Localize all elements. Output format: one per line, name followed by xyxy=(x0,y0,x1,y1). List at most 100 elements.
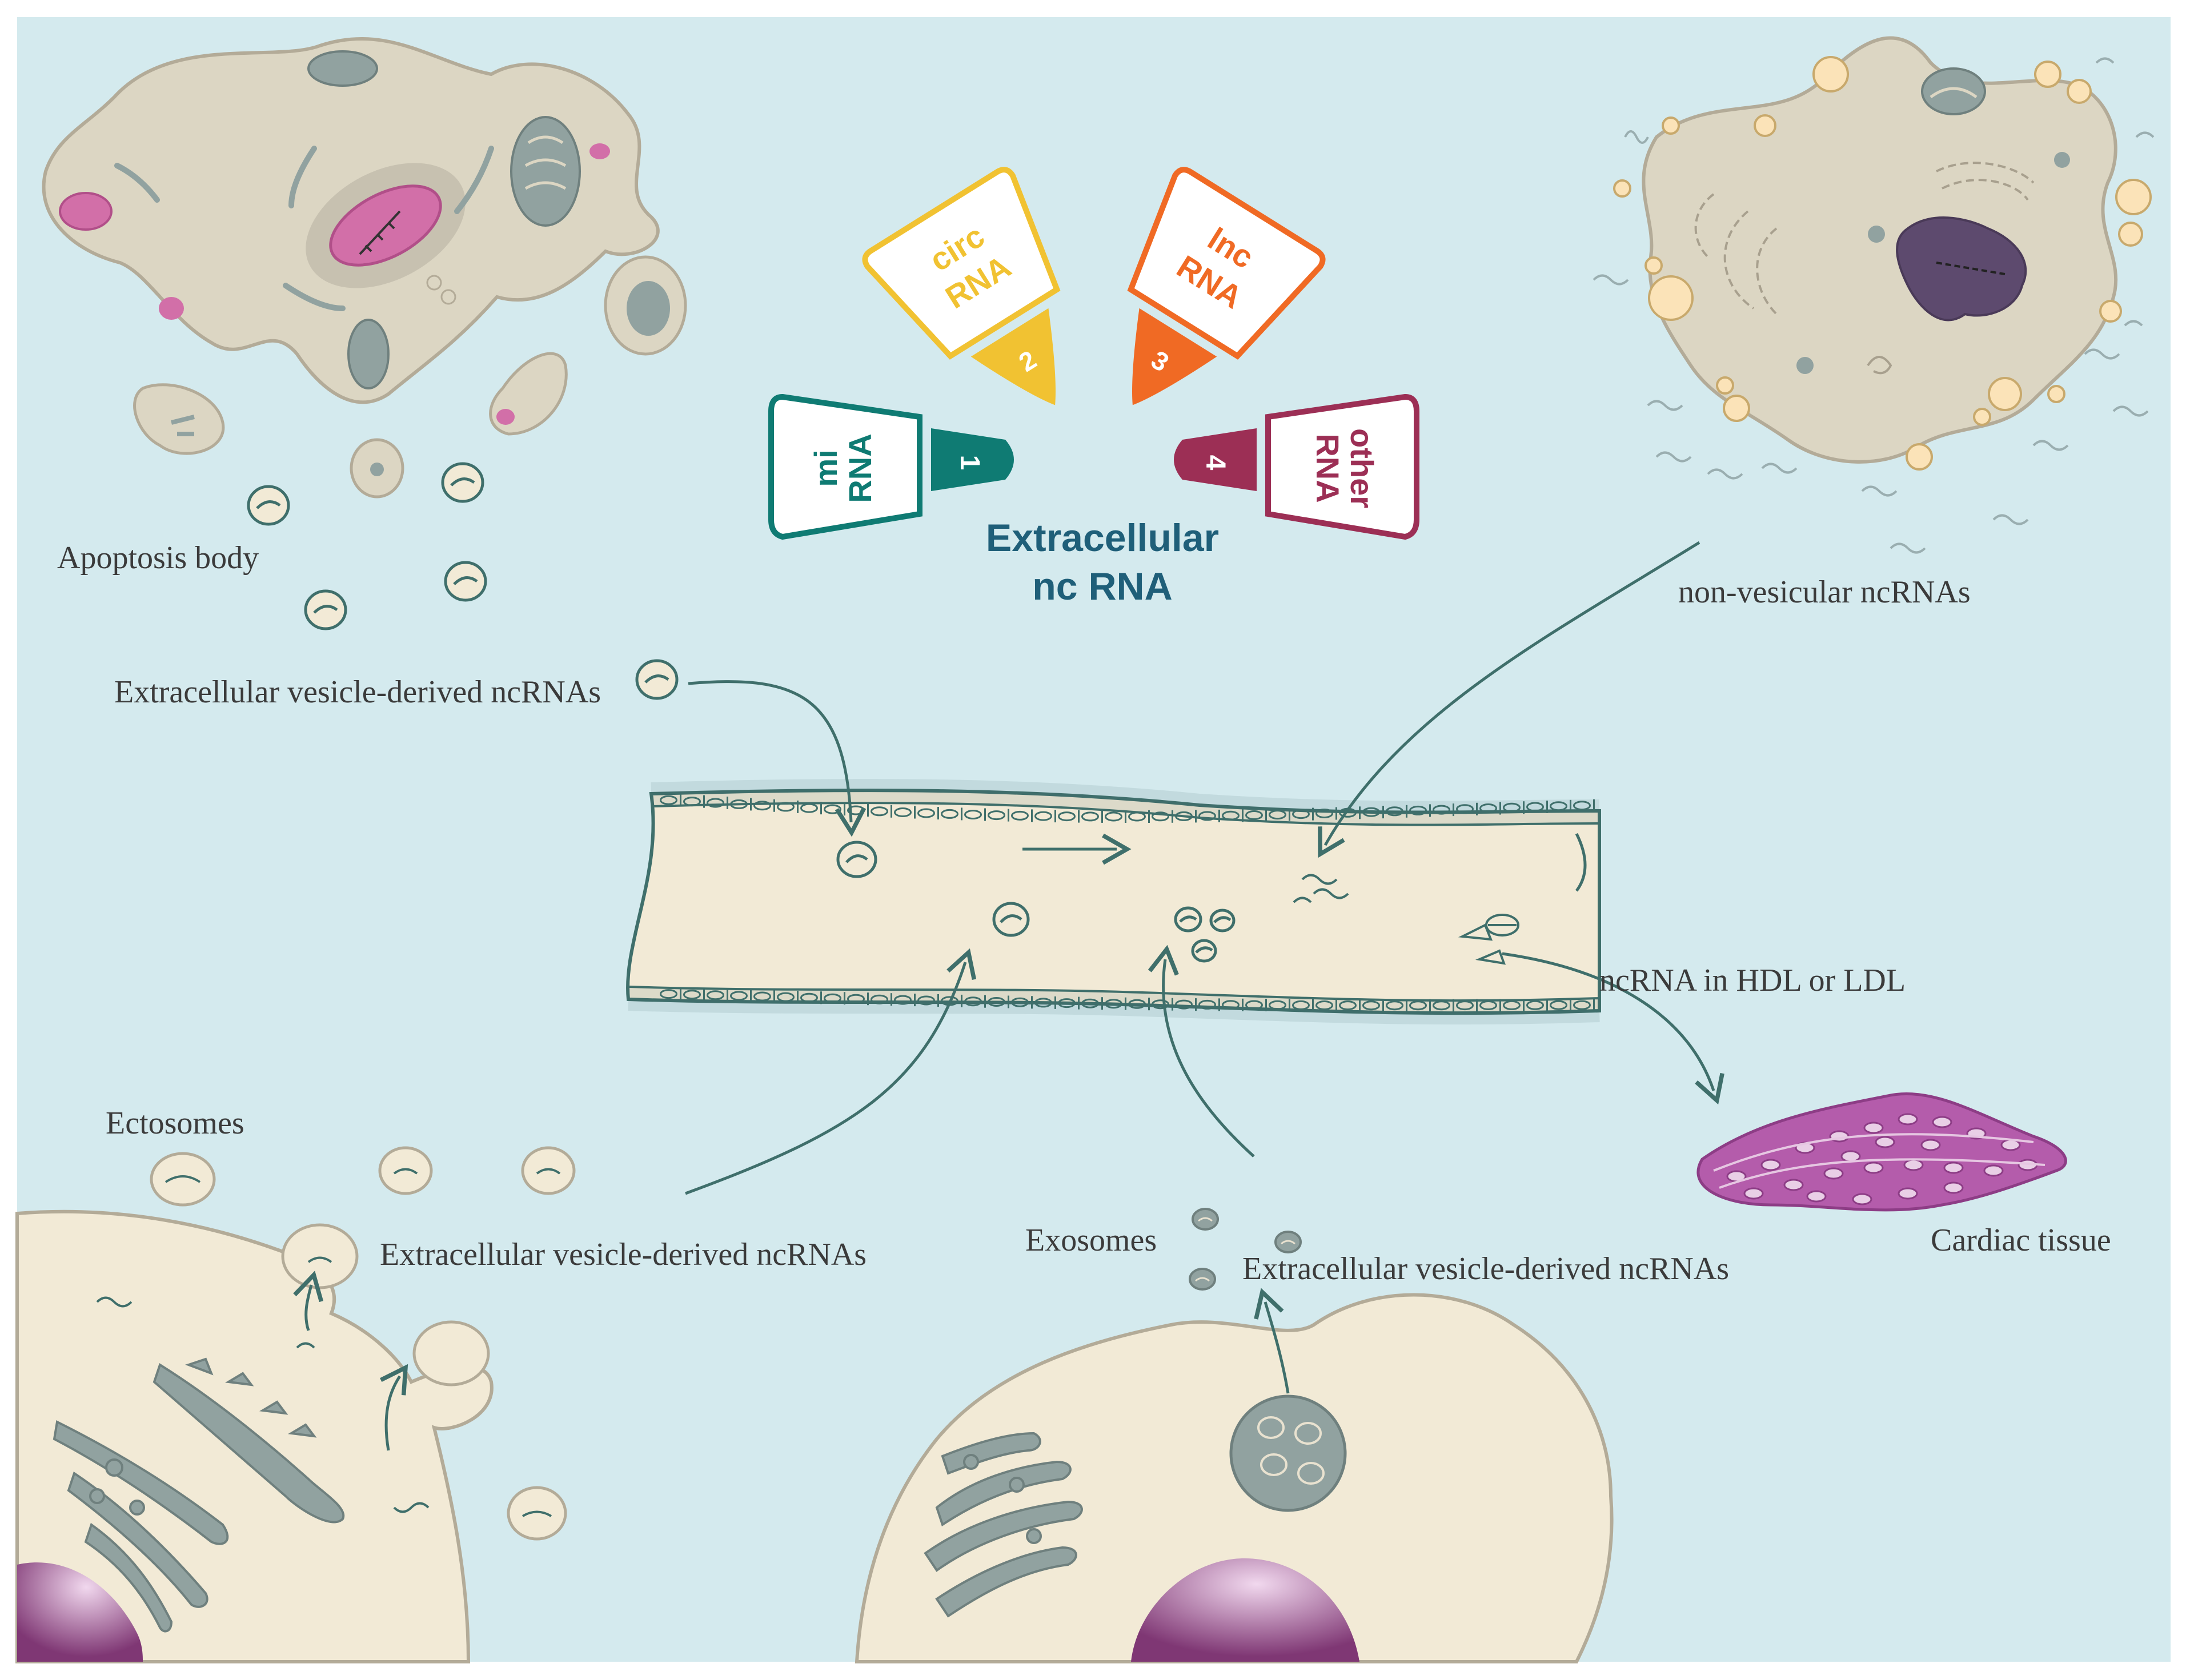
rna-type-2: 2 circ RNA xyxy=(862,167,1061,405)
endothelial-cell xyxy=(1315,809,1333,818)
cardiomyocyte-nucleus xyxy=(1898,1187,1918,1200)
endothelial-cell xyxy=(1011,810,1029,821)
cardiomyocyte-nucleus xyxy=(1783,1179,1804,1191)
cardiomyocyte-nucleus xyxy=(1943,1181,1964,1194)
endothelial-cell xyxy=(1339,1000,1357,1011)
endothelial-cell xyxy=(1362,1000,1380,1011)
label-exosomes: Exosomes xyxy=(1025,1223,1157,1258)
endothelial-cell xyxy=(1573,801,1591,811)
label-ev-derived-right: Extracellular vesicle-derived ncRNAs xyxy=(1242,1251,1729,1287)
endothelial-cell xyxy=(1503,802,1521,813)
endothelial-cell xyxy=(1175,811,1193,821)
endothelial-cell xyxy=(941,809,958,819)
endothelial-cell xyxy=(1433,1000,1450,1011)
cardiomyocyte-nucleus xyxy=(1760,1159,1781,1171)
endothelial-cell xyxy=(730,799,748,809)
endothelial-cell xyxy=(1409,805,1427,815)
arrows xyxy=(685,541,1724,1195)
endothelial-cell xyxy=(730,991,748,1001)
endothelial-cell xyxy=(1479,1000,1497,1010)
endothelial-cell xyxy=(1292,1000,1310,1010)
blood-vessel xyxy=(626,779,1601,1025)
endothelial-cell xyxy=(683,990,701,1000)
endothelial-cell xyxy=(1105,811,1122,822)
label-hdl-ldl: ncRNA in HDL or LDL xyxy=(1599,963,1906,998)
endothelial-cell xyxy=(1081,811,1099,822)
endothelial-cell xyxy=(871,806,888,817)
rna-label-1-line1: mi xyxy=(808,449,844,487)
apoptotic-cell xyxy=(42,37,687,499)
endothelial-cell xyxy=(1128,999,1146,1009)
endothelial-cell xyxy=(1362,807,1380,817)
endothelial-cell xyxy=(1128,811,1146,822)
rna-label-4-line1: other xyxy=(1344,428,1380,508)
endothelial-cell xyxy=(1152,811,1169,822)
endothelial-cell xyxy=(1503,1000,1521,1010)
endothelial-cell xyxy=(1409,1000,1427,1011)
necrotic-cell xyxy=(1642,36,2118,464)
endothelial-cell xyxy=(753,801,771,811)
endothelial-cell xyxy=(1269,1000,1286,1010)
cardiomyocyte-nucleus xyxy=(1903,1159,1924,1171)
title-line2: nc RNA xyxy=(1032,565,1173,608)
endothelial-cell xyxy=(1058,998,1076,1008)
endothelial-cell xyxy=(1245,1000,1263,1010)
label-non-vesicular: non-vesicular ncRNAs xyxy=(1678,574,1971,610)
rna-type-1: 1 mi RNA xyxy=(768,393,1014,540)
endothelial-cell xyxy=(894,807,912,817)
ectosome-secreting-cell xyxy=(15,1209,494,1663)
exosome-secreting-cell xyxy=(855,1288,1614,1663)
exosomes xyxy=(1189,1208,1302,1291)
endothelial-cell xyxy=(1175,999,1193,1010)
endothelial-cell xyxy=(1105,999,1122,1009)
endothelial-cell xyxy=(988,997,1005,1007)
endothelial-cell xyxy=(1526,802,1544,812)
endothelial-cell xyxy=(707,798,724,808)
arrow-nonvesicular-to-vessel xyxy=(1318,541,1700,858)
endothelial-cell xyxy=(894,995,912,1005)
endothelial-cell xyxy=(1433,805,1450,815)
endothelial-cell xyxy=(1034,998,1052,1008)
endothelial-cell xyxy=(777,802,795,812)
endothelial-cell xyxy=(800,992,818,1003)
title-line1: Extracellular xyxy=(986,516,1219,560)
rna-type-3: 3 lnc RNA xyxy=(1127,167,1326,405)
cardiomyocyte-nucleus xyxy=(1743,1187,1764,1200)
cardiomyocyte-nucleus xyxy=(1932,1116,1952,1128)
rna-type-4: 4 other RNA xyxy=(1174,393,1419,540)
arrow-vessel-to-cardiac xyxy=(1502,952,1724,1105)
endothelial-cell xyxy=(800,803,818,813)
endothelial-cell xyxy=(1456,804,1474,814)
endothelial-cell xyxy=(1081,998,1099,1008)
cardiomyocyte-nucleus xyxy=(1852,1193,1872,1205)
endothelial-cell xyxy=(964,996,982,1007)
non-vesicular-debris xyxy=(1593,56,2155,554)
endothelial-cell xyxy=(917,995,935,1006)
cardiomyocyte-nucleus xyxy=(1920,1139,1941,1151)
endothelial-cell xyxy=(824,993,841,1003)
rna-label-1-line2: RNA xyxy=(842,433,878,503)
endothelial-cell xyxy=(707,990,724,1000)
endothelial-cell xyxy=(964,810,982,819)
endothelial-cell xyxy=(753,991,771,1002)
endothelial-cell xyxy=(1152,999,1169,1010)
endothelial-cell xyxy=(1245,810,1263,820)
apoptotic-bodies xyxy=(247,462,679,700)
endothelial-cell xyxy=(917,808,935,818)
cardiomyocyte-nucleus xyxy=(1823,1167,1844,1180)
endothelial-cell xyxy=(1573,1000,1591,1010)
endothelial-cell xyxy=(1456,1000,1474,1011)
cardiomyocyte-nucleus xyxy=(1898,1113,1918,1126)
rna-number-1: 1 xyxy=(954,455,985,471)
endothelial-cell xyxy=(871,994,888,1004)
label-ev-derived-left: Extracellular vesicle-derived ncRNAs xyxy=(380,1237,867,1272)
rna-label-4-line2: RNA xyxy=(1310,433,1346,503)
endothelial-cell xyxy=(1550,1000,1567,1010)
label-apoptosis-body: Apoptosis body xyxy=(57,540,259,576)
arrow-ev-to-vessel xyxy=(688,680,867,837)
cardiomyocyte-nucleus xyxy=(1875,1136,1895,1148)
endothelial-cell xyxy=(1386,1000,1403,1011)
endothelial-cell xyxy=(660,795,677,805)
